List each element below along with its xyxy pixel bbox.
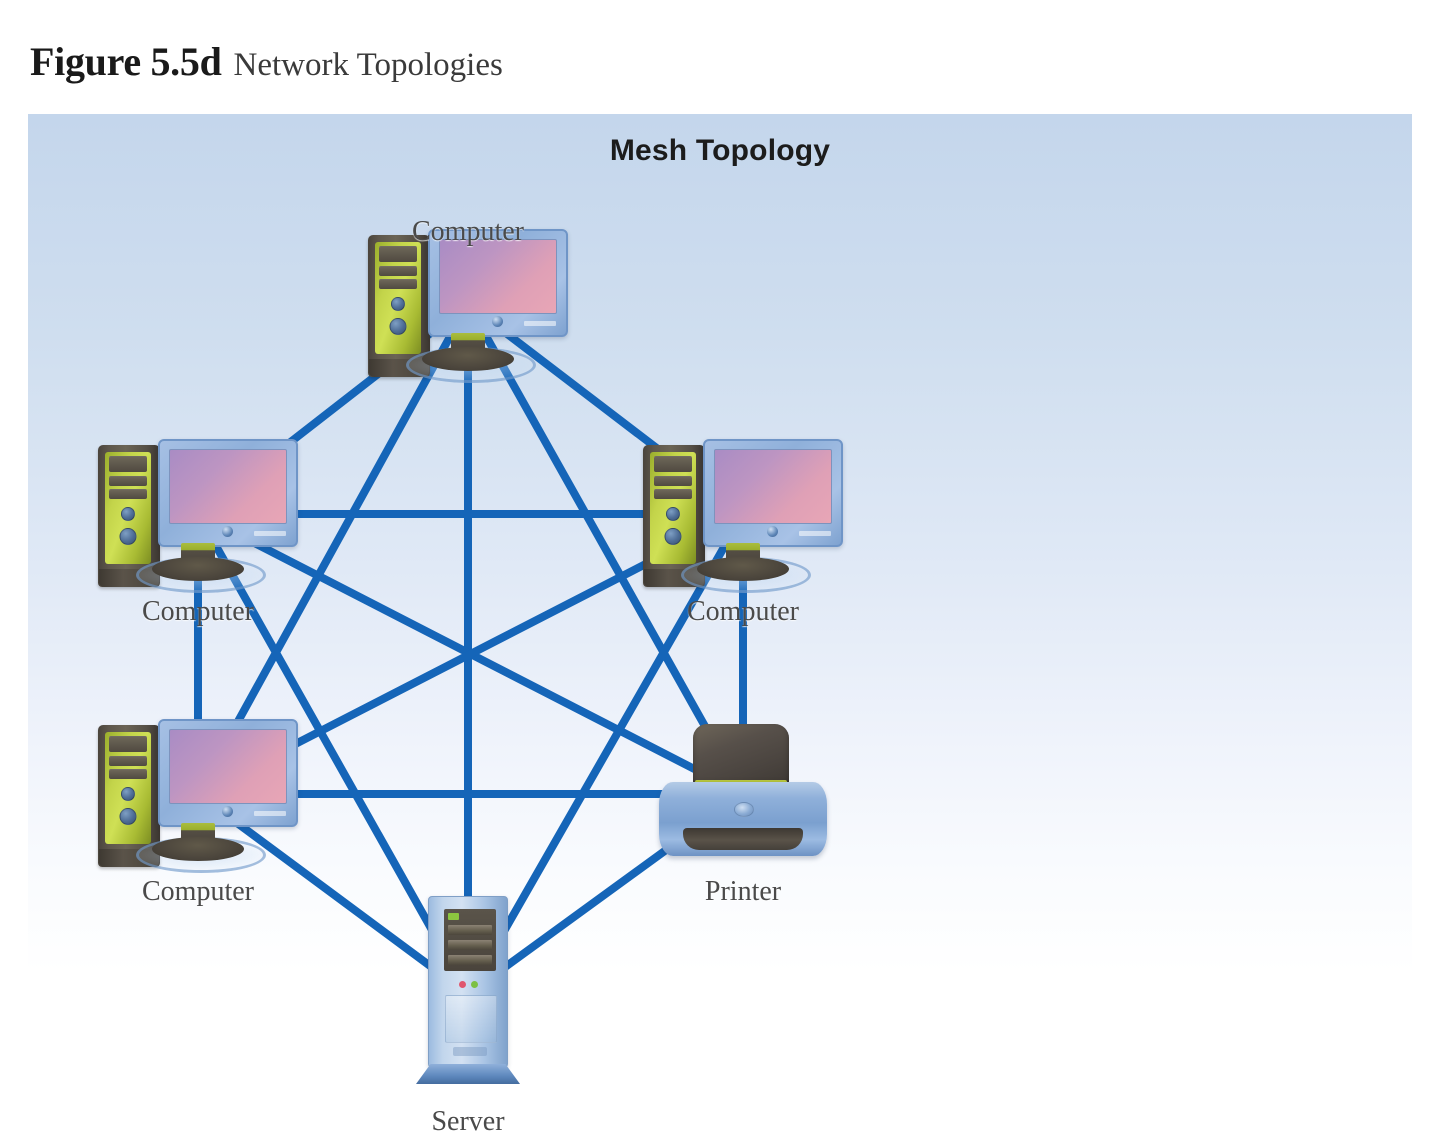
server-base xyxy=(416,1064,520,1084)
server-front-grille xyxy=(445,995,497,1043)
tower-drive-bay xyxy=(654,489,692,499)
monitor-stand-foot xyxy=(422,347,514,371)
server-graphic xyxy=(416,896,520,1092)
tower-drive-bay xyxy=(379,246,417,262)
tower-drive-bay xyxy=(109,769,147,779)
server-indicator-lights xyxy=(459,981,485,988)
topology-title: Mesh Topology xyxy=(609,134,831,167)
tower-button xyxy=(121,507,135,521)
computer-tower xyxy=(368,235,430,377)
tower-power-button xyxy=(119,808,137,825)
monitor-brand-mark xyxy=(254,811,286,816)
server-indicator-red-icon xyxy=(459,981,466,988)
computer-icon xyxy=(368,229,568,383)
monitor-power-led-icon xyxy=(767,526,778,537)
tower-button xyxy=(666,507,680,521)
figure-title: Network Topologies xyxy=(233,47,503,83)
node-label: Computer xyxy=(687,596,799,627)
server-drive-bay xyxy=(448,940,492,950)
printer-paper-tray xyxy=(693,724,789,786)
computer-icon xyxy=(643,439,843,593)
mesh-edge xyxy=(194,300,472,798)
mesh-edge xyxy=(464,510,747,998)
monitor-stand-foot xyxy=(152,837,244,861)
mesh-edge xyxy=(464,300,747,798)
printer-graphic xyxy=(659,724,827,864)
printer-icon xyxy=(659,724,827,864)
figure-number: Figure 5.5d xyxy=(30,39,222,84)
computer-tower xyxy=(98,725,160,867)
server-status-led-icon xyxy=(448,913,459,920)
computer-graphic xyxy=(98,439,298,593)
computer-graphic xyxy=(98,719,298,873)
monitor-screen xyxy=(714,449,832,524)
computer-monitor xyxy=(158,439,298,547)
computer-icon xyxy=(98,719,298,873)
tower-drive-bay xyxy=(654,456,692,472)
tower-drive-bay xyxy=(109,456,147,472)
computer-monitor xyxy=(158,719,298,827)
node-label: Server xyxy=(431,1106,505,1137)
server-drive-bay xyxy=(448,925,492,935)
server-chassis xyxy=(428,896,508,1068)
tower-front-panel xyxy=(105,452,151,564)
computer-graphic xyxy=(368,229,568,383)
node-label: Printer xyxy=(704,876,782,907)
tower-drive-bay xyxy=(109,489,147,499)
server-drive-panel xyxy=(444,909,496,971)
node-label: Computer xyxy=(412,216,524,247)
tower-drive-bay xyxy=(654,476,692,486)
monitor-stand-foot xyxy=(697,557,789,581)
monitor-power-led-icon xyxy=(222,526,233,537)
tower-drive-bay xyxy=(109,756,147,766)
figure-caption: Figure 5.5d Network Topologies xyxy=(30,38,503,85)
monitor-screen xyxy=(169,449,287,524)
node-label: Computer xyxy=(142,876,254,907)
diagram-panel: Mesh Topology Computer xyxy=(28,114,1412,1137)
tower-drive-bay xyxy=(379,266,417,276)
tower-drive-bay xyxy=(109,736,147,752)
monitor-stand-foot xyxy=(152,557,244,581)
server-drive-bay xyxy=(448,955,492,965)
tower-front-panel xyxy=(105,732,151,844)
monitor-screen xyxy=(169,729,287,804)
computer-monitor xyxy=(428,229,568,337)
mesh-edge xyxy=(194,510,472,998)
tower-front-panel xyxy=(650,452,696,564)
tower-button xyxy=(121,787,135,801)
monitor-brand-mark xyxy=(254,531,286,536)
monitor-power-led-icon xyxy=(222,806,233,817)
printer-button xyxy=(734,802,754,817)
mesh-edge xyxy=(194,790,472,998)
tower-power-button xyxy=(664,528,682,545)
tower-drive-bay xyxy=(109,476,147,486)
tower-button xyxy=(391,297,405,311)
monitor-brand-mark xyxy=(524,321,556,326)
monitor-screen xyxy=(439,239,557,314)
server-indicator-green-icon xyxy=(471,981,478,988)
tower-drive-bay xyxy=(379,279,417,289)
monitor-power-led-icon xyxy=(492,316,503,327)
computer-graphic xyxy=(643,439,843,593)
computer-icon xyxy=(98,439,298,593)
monitor-brand-mark xyxy=(799,531,831,536)
server-icon xyxy=(416,896,520,1092)
tower-front-panel xyxy=(375,242,421,354)
server-vent xyxy=(453,1047,487,1056)
printer-output-slot xyxy=(683,828,803,850)
computer-monitor xyxy=(703,439,843,547)
tower-power-button xyxy=(119,528,137,545)
tower-power-button xyxy=(389,318,407,335)
node-label: Computer xyxy=(142,596,254,627)
